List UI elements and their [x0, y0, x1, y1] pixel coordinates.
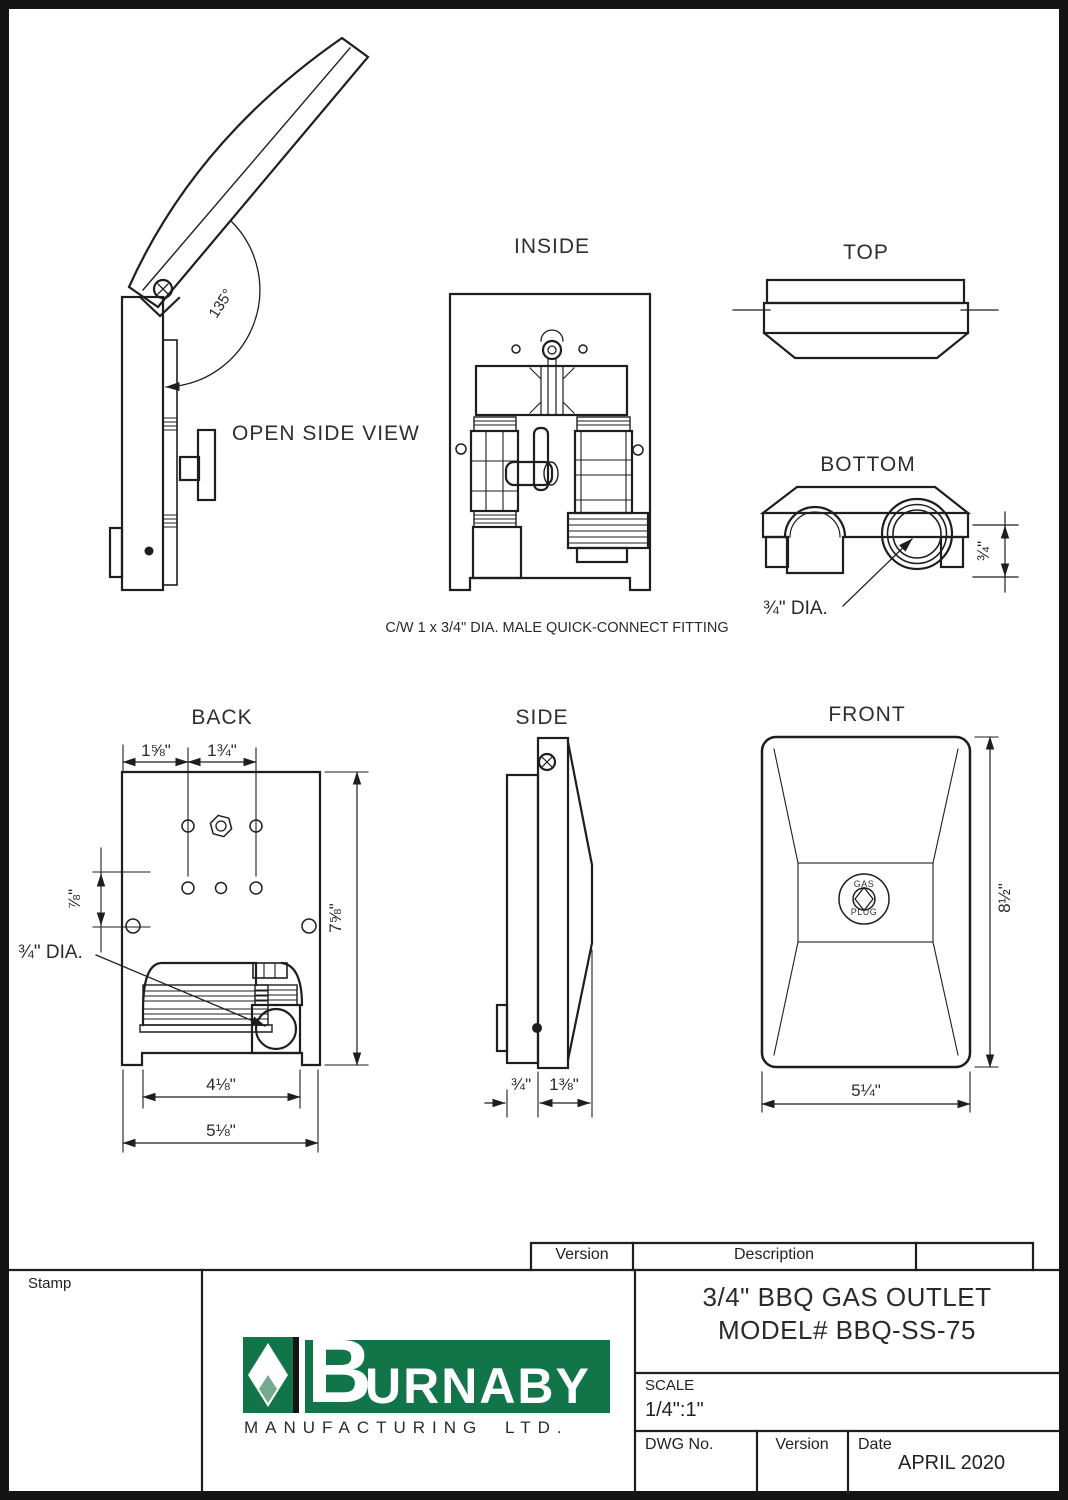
back-hole-spacing-right-dimension: 1¾": [207, 741, 237, 760]
version-column-header: Version: [555, 1246, 609, 1263]
scale-label: SCALE: [645, 1377, 695, 1394]
logo-letter-b: B: [307, 1322, 372, 1422]
dwg-no-label: DWG No.: [645, 1436, 714, 1453]
back-view-title: BACK: [191, 706, 253, 729]
open-side-view-linework: [108, 36, 370, 592]
back-row-gap-dimension: ⅞": [65, 888, 85, 910]
back-outer-width-dimension: 5⅛": [206, 1121, 236, 1140]
logo-subtitle: MANUFACTURING LTD.: [244, 1418, 569, 1437]
back-hole-spacing-left-dimension: 1⅝": [141, 741, 171, 760]
logo-word-rest: URNABY: [365, 1358, 591, 1414]
inside-view-title: INSIDE: [513, 235, 591, 258]
inside-view-caption: C/W 1 x 3/4" DIA. MALE QUICK-CONNECT FIT…: [385, 620, 729, 636]
drawing-title-line1: 3/4" BBQ GAS OUTLET: [702, 1282, 992, 1312]
gas-plug-text-bottom: PLUG: [850, 907, 878, 917]
side-body-depth-dimension: 1⅜": [549, 1075, 579, 1094]
back-view-linework: [92, 744, 369, 1153]
side-view-title: SIDE: [515, 706, 569, 729]
stamp-label: Stamp: [28, 1275, 72, 1292]
front-width-dimension: 5¼": [851, 1081, 881, 1100]
bottom-view-title: BOTTOM: [820, 453, 916, 476]
side-plate-thickness-dimension: ¾": [510, 1075, 532, 1094]
back-height-dimension: 7⅝": [326, 903, 346, 933]
bottom-view-linework: [759, 485, 1019, 607]
drawing-title-line2: MODEL# BBQ-SS-75: [718, 1315, 976, 1345]
logo-green-band: [305, 1340, 610, 1413]
inside-view-linework: [448, 292, 652, 592]
open-side-view-title: OPEN SIDE VIEW: [232, 422, 420, 445]
side-view-linework: [484, 736, 594, 1118]
front-height-dimension: 8½": [995, 883, 1015, 913]
back-dia-label: ¾" DIA.: [18, 942, 83, 963]
logo-diamond-icon: [243, 1337, 293, 1413]
bottom-outlet-dimension: ¾": [974, 540, 994, 562]
front-view-linework: [760, 735, 999, 1113]
top-view-linework: [732, 278, 999, 360]
gas-plug-text-top: GAS: [853, 879, 875, 889]
date-value: APRIL 2020: [898, 1452, 1006, 1474]
description-column-header: Description: [733, 1246, 815, 1263]
version-label: Version: [775, 1436, 829, 1453]
logo-divider-bar: [293, 1337, 299, 1413]
back-inner-width-dimension: 4⅛": [206, 1075, 236, 1094]
title-block-linework: [7, 1241, 1061, 1493]
bottom-dia-label: ¾" DIA.: [763, 598, 828, 619]
top-view-title: TOP: [843, 241, 889, 264]
front-view-title: FRONT: [828, 703, 906, 726]
date-label: Date: [858, 1436, 892, 1453]
scale-value: 1/4":1": [645, 1399, 704, 1421]
